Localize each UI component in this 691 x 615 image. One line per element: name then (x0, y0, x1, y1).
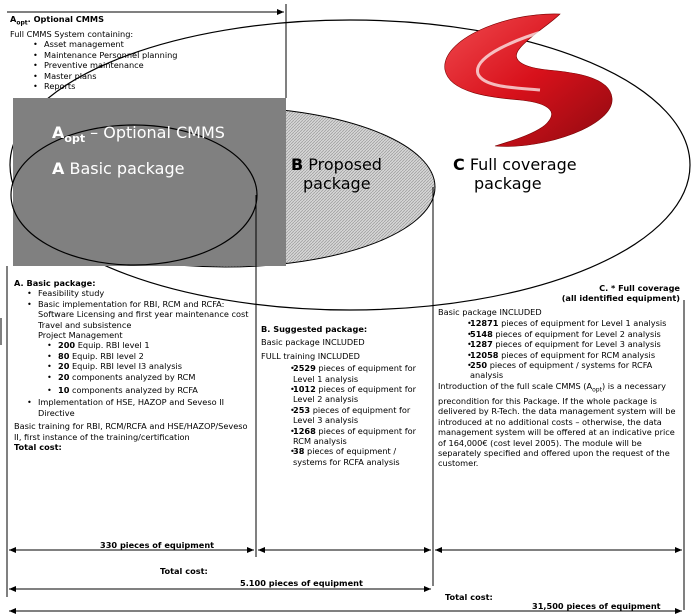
list-item: Asset management (30, 39, 290, 50)
column-b-line2: FULL training INCLUDED (261, 350, 360, 361)
list-item: Master plans (30, 71, 290, 82)
column-a-list: Feasibility study Basic implementation f… (24, 288, 254, 319)
column-a-total-value: 330 pieces of equipment (100, 540, 215, 550)
package-a-label: A Basic package (52, 159, 185, 178)
column-b-line1: Basic package INCLUDED (261, 337, 365, 348)
list-item: 250 pieces of equipment / systems for RC… (448, 360, 683, 381)
aopt-description: Aopt. Optional CMMS Full CMMS System con… (10, 14, 290, 92)
aopt-subtitle: Full CMMS System containing: (10, 29, 134, 40)
list-item: 38 pieces of equipment / systems for RCF… (271, 446, 431, 467)
list-item: 5148 pieces of equipment for Level 2 ana… (448, 329, 683, 340)
column-a-pm: Project Management (38, 330, 123, 341)
list-item: 80 Equip. RBI level 2 (28, 351, 254, 362)
list-item: Implementation of HSE, HAZOP and Seveso … (24, 397, 254, 418)
list-item: 12871 pieces of equipment for Level 1 an… (448, 318, 683, 329)
ellipse-a (10, 124, 258, 266)
column-a-sublist: 200 Equip. RBI level 1 80 Equip. RBI lev… (28, 340, 254, 395)
list-item: 1287 pieces of equipment for Level 3 ana… (448, 339, 683, 350)
column-c-heading-1: C. * Full coverage (599, 283, 680, 293)
column-b-list: 2529 pieces of equipment for Level 1 ana… (271, 363, 431, 467)
aopt-title: Aopt. Optional CMMS (10, 14, 104, 27)
column-c-total-value: 31,500 pieces of equipment (532, 601, 661, 611)
column-b-total-label: Total cost: (160, 566, 208, 576)
aopt-feature-list: Asset management Maintenance Personnel p… (30, 39, 290, 91)
list-item: 253 pieces of equipment for Level 3 anal… (271, 405, 431, 426)
list-item: 200 Equip. RBI level 1 (28, 340, 254, 351)
column-b-total-value: 5.100 pieces of equipment (240, 578, 363, 588)
list-item: 2529 pieces of equipment for Level 1 ana… (271, 363, 431, 384)
list-item: Maintenance Personnel planning (30, 50, 290, 61)
column-a-list-2: Implementation of HSE, HAZOP and Seveso … (24, 397, 254, 418)
list-item: 12058 pieces of equipment for RCM analys… (448, 350, 683, 361)
column-a-heading: A. Basic package: (14, 278, 96, 288)
company-logo (444, 13, 613, 147)
ellipse-c (9, 19, 691, 311)
column-c-list: 12871 pieces of equipment for Level 1 an… (448, 318, 683, 380)
column-c-heading: C. * Full coverage (all identified equip… (540, 283, 680, 304)
list-item: 20 Equip. RBI level I3 analysis (28, 361, 254, 372)
column-a-total-label: Total cost: (14, 442, 62, 453)
column-a-training: Basic training for RBI, RCM/RCFA and HSE… (14, 421, 248, 442)
column-b: B. Suggested package: Basic package INCL… (261, 324, 431, 467)
column-c-heading-2: (all identified equipment) (561, 293, 680, 304)
column-c-total-label: Total cost: (445, 592, 493, 602)
list-item: Preventive maintenance (30, 60, 290, 71)
list-item: Feasibility study (24, 288, 254, 299)
list-item: 20 components analyzed by RCM (28, 372, 254, 383)
list-item: 1012 pieces of equipment for Level 2 ana… (271, 384, 431, 405)
list-item: Basic implementation for RBI, RCM and RC… (24, 299, 254, 320)
list-item: Reports (30, 81, 290, 92)
column-c-line1: Basic package INCLUDED (438, 307, 542, 317)
column-a-travel: Travel and subsistence (38, 319, 132, 330)
column-c: Basic package INCLUDED 12871 pieces of e… (438, 307, 683, 469)
list-item: 10 components analyzed by RCFA (28, 385, 254, 396)
list-item: 1268 pieces of equipment for RCM analysi… (271, 426, 431, 447)
column-c-intro: Introduction of the full scale CMMS (Aop… (438, 380, 676, 469)
aopt-label: Aopt – Optional CMMS (52, 123, 225, 146)
column-b-heading: B. Suggested package: (261, 324, 368, 334)
column-a: A. Basic package: Feasibility study Basi… (14, 278, 254, 453)
